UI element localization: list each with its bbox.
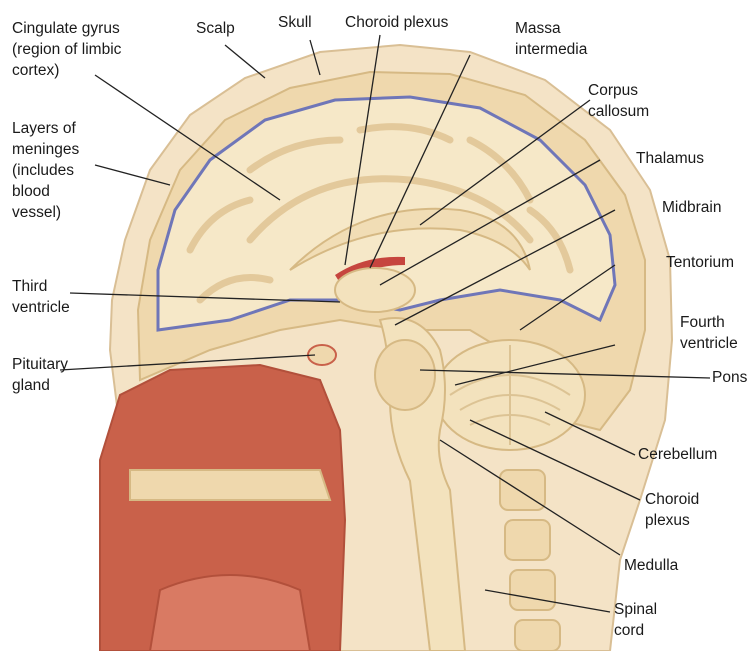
pons-shape bbox=[375, 340, 435, 410]
label-skull: Skull bbox=[278, 12, 312, 33]
label-spinal-cord: Spinal cord bbox=[614, 599, 657, 641]
label-midbrain: Midbrain bbox=[662, 197, 721, 218]
label-pons: Pons bbox=[712, 367, 747, 388]
label-tentorium: Tentorium bbox=[666, 252, 734, 273]
label-cerebellum: Cerebellum bbox=[638, 444, 717, 465]
label-medulla: Medulla bbox=[624, 555, 678, 576]
label-fourth-ventricle: Fourth ventricle bbox=[680, 312, 738, 354]
tongue-shape bbox=[150, 575, 310, 651]
label-thalamus: Thalamus bbox=[636, 148, 704, 169]
label-choroid-plexus-bottom: Choroid plexus bbox=[645, 489, 699, 531]
label-choroid-plexus-top: Choroid plexus bbox=[345, 12, 448, 33]
label-layers-of-meninges: Layers of meninges (includes blood vesse… bbox=[12, 118, 79, 223]
label-massa-intermedia: Massa intermedia bbox=[515, 18, 587, 60]
label-cingulate-gyrus: Cingulate gyrus (region of limbic cortex… bbox=[12, 18, 121, 81]
label-corpus-callosum: Corpus callosum bbox=[588, 80, 649, 122]
palate-shape bbox=[130, 470, 330, 500]
label-pituitary-gland: Pituitary gland bbox=[12, 354, 68, 396]
label-scalp: Scalp bbox=[196, 18, 235, 39]
thalamus-shape bbox=[335, 268, 415, 312]
label-third-ventricle: Third ventricle bbox=[12, 276, 70, 318]
